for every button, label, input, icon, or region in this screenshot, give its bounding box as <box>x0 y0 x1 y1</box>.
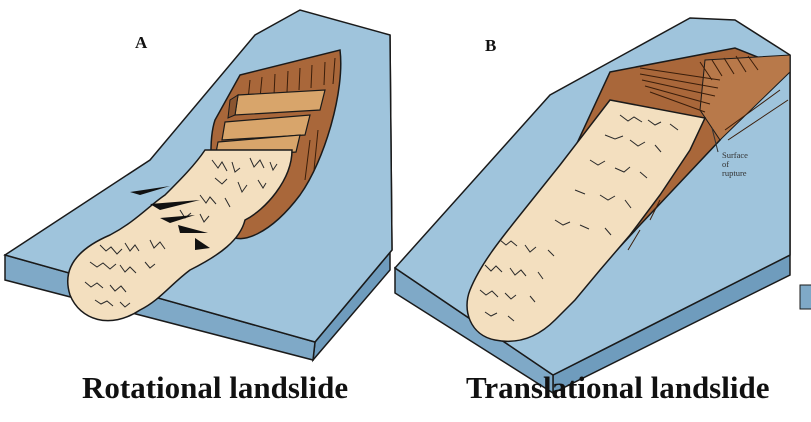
surface-of-rupture-label: Surface of rupture <box>722 151 782 178</box>
rotational-caption: Rotational landslide <box>82 372 348 403</box>
cropped-edge-icon <box>800 285 811 309</box>
translational-caption: Translational landslide <box>466 372 769 403</box>
panel-b-label: B <box>485 36 496 56</box>
panel-a-label: A <box>135 33 147 53</box>
